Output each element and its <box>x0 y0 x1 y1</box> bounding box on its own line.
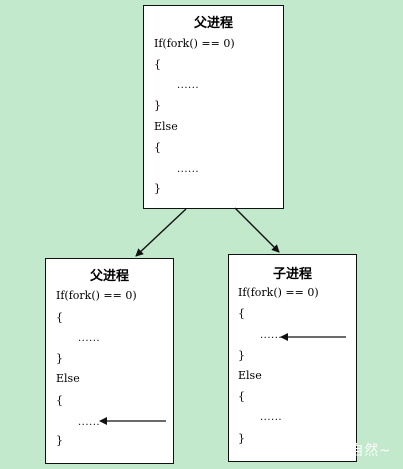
child-process-box: 子进程 If(fork() == 0) { ...... } Else { ..… <box>228 254 357 462</box>
fork-arrow-to-parent <box>135 208 187 257</box>
code-line-open-brace: { <box>56 311 63 324</box>
fork-arrow-to-child <box>234 207 280 253</box>
code-line-ellipsis: ...... <box>177 164 200 175</box>
code-line-if: If(fork() == 0) <box>154 37 235 50</box>
code-line-if: If(fork() == 0) <box>56 289 137 302</box>
parent-process-title-top: 父进程 <box>193 16 233 31</box>
watermark: CSDN @顺其自然~ <box>259 443 391 459</box>
code-line-ellipsis: ...... <box>78 333 101 344</box>
code-line-close-brace: } <box>154 182 161 195</box>
code-line-close-brace: } <box>238 349 245 362</box>
code-line-close-brace: } <box>154 99 161 112</box>
code-line-ellipsis: ...... <box>260 330 283 341</box>
code-line-if: If(fork() == 0) <box>238 286 319 299</box>
code-line-else: Else <box>154 120 178 133</box>
parent-process-box-top: 父进程 If(fork() == 0) { ...... } Else { ..… <box>143 5 284 209</box>
code-line-ellipsis: ...... <box>177 80 200 91</box>
code-line-else: Else <box>238 369 262 382</box>
code-line-close-brace: } <box>56 352 63 365</box>
code-line-open-brace: { <box>238 390 245 403</box>
code-line-open-brace: { <box>238 307 245 320</box>
code-line-else: Else <box>56 372 80 385</box>
code-line-open-brace: { <box>154 141 161 154</box>
parent-process-title-left: 父进程 <box>89 269 129 284</box>
code-line-open-brace: { <box>56 394 63 407</box>
parent-process-box-left: 父进程 If(fork() == 0) { ...... } Else { ..… <box>45 258 174 464</box>
code-line-ellipsis: ...... <box>78 417 101 428</box>
code-line-ellipsis: ...... <box>260 412 283 423</box>
code-line-close-brace: } <box>56 434 63 447</box>
code-line-open-brace: { <box>154 58 161 71</box>
code-line-close-brace: } <box>238 432 245 445</box>
child-process-title: 子进程 <box>272 267 312 282</box>
